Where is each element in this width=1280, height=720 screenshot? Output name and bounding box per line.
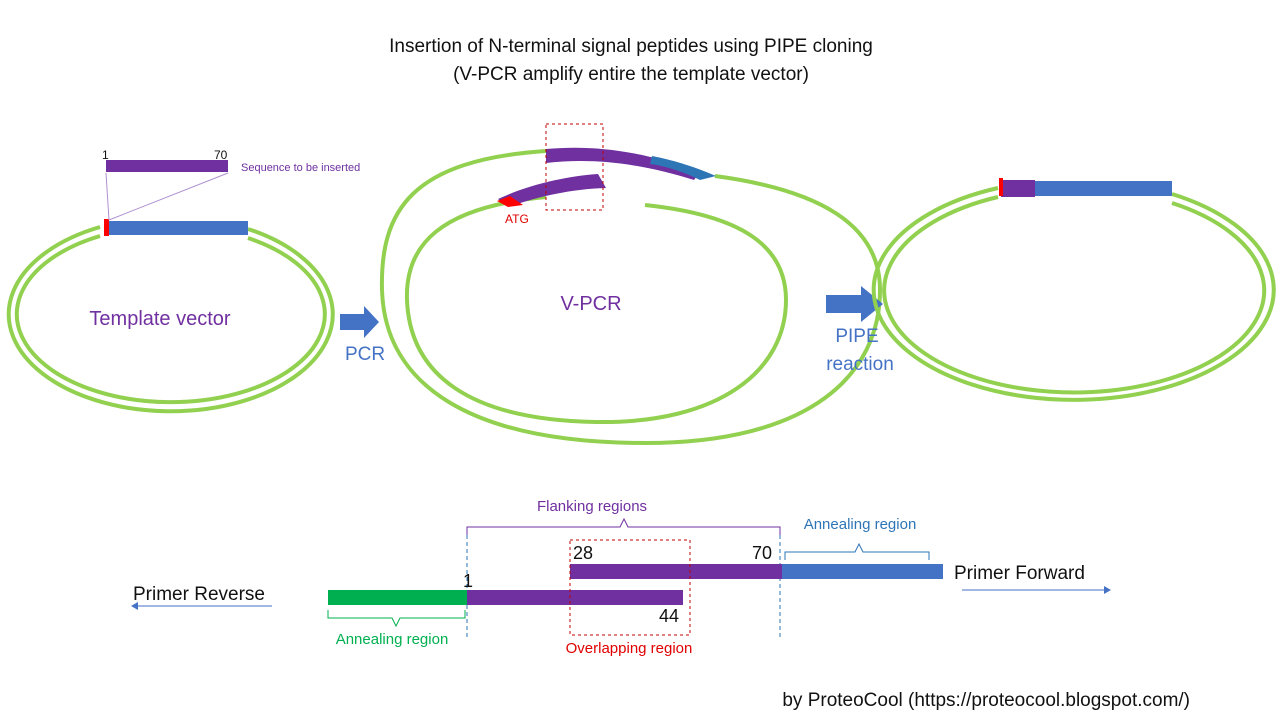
insert-bar <box>106 160 228 172</box>
forward-primer-flanking-bar <box>570 564 782 579</box>
vpcr-label: V-PCR <box>560 293 621 315</box>
primer-forward-label: Primer Forward <box>954 563 1085 584</box>
position-44: 44 <box>659 606 679 626</box>
vpcr-overlap-highlight-box <box>545 123 604 211</box>
pcr-label: PCR <box>345 344 385 365</box>
pcr-arrow-shape <box>340 306 379 338</box>
forward-annealing-brace <box>784 542 930 560</box>
insert-sequence: 1 70 Sequence to be inserted <box>102 148 360 221</box>
pcr-arrow <box>340 306 379 338</box>
overlapping-region-box <box>569 539 691 636</box>
insert-label: Sequence to be inserted <box>241 162 360 174</box>
pipe-arrow <box>826 286 883 322</box>
position-1: 1 <box>463 571 473 591</box>
forward-primer-annealing-bar <box>782 564 943 579</box>
template-vector-inner-ring <box>14 234 327 405</box>
pipe-label-line-1: PIPE <box>835 326 878 347</box>
final-vector-outer-ring <box>871 186 1276 402</box>
final-gene-bar <box>1034 181 1172 196</box>
pipe-label-line-2: reaction <box>826 354 894 375</box>
pipe-arrow-shape <box>826 286 883 322</box>
reverse-primer-flanking-bar <box>467 590 683 605</box>
primer-forward-arrow <box>962 586 1111 594</box>
title-line-2: (V-PCR amplify entire the template vecto… <box>453 64 809 85</box>
insertion-site-marker <box>104 219 109 236</box>
overlapping-region-label: Overlapping region <box>566 640 693 657</box>
template-vector-outer-ring <box>6 225 335 414</box>
final-vector-inner-ring <box>882 195 1267 395</box>
template-vector-plasmid <box>6 219 335 414</box>
reverse-annealing-brace <box>327 610 466 628</box>
vpcr-inner-ring <box>404 195 789 425</box>
flanking-region-label: Flanking regions <box>537 498 647 515</box>
flanking-region-brace <box>466 517 781 535</box>
template-vector-label: Template vector <box>89 308 231 330</box>
insert-projection-line-right <box>108 172 229 221</box>
final-start-marker <box>999 178 1003 196</box>
final-vector-plasmid <box>871 178 1276 402</box>
vpcr-reverse-primer-band <box>498 174 606 207</box>
reverse-primer-annealing-bar <box>328 590 467 605</box>
atg-label: ATG <box>505 212 529 226</box>
vpcr-plasmid <box>379 123 883 446</box>
primer-reverse-arrow <box>131 602 272 610</box>
insert-projection-line-left <box>105 172 110 221</box>
insert-end-number: 70 <box>214 148 228 162</box>
title-line-1: Insertion of N-terminal signal peptides … <box>389 36 873 57</box>
vpcr-forward-primer-band <box>546 147 700 180</box>
primer-reverse-label: Primer Reverse <box>133 584 265 605</box>
position-28: 28 <box>573 543 593 563</box>
vpcr-outer-ring <box>379 149 883 446</box>
vpcr-forward-annealing-band <box>650 156 716 180</box>
position-70: 70 <box>752 543 772 563</box>
template-gene-bar <box>106 221 248 235</box>
insert-start-number: 1 <box>102 148 109 162</box>
reverse-annealing-label: Annealing region <box>336 631 449 648</box>
forward-annealing-label: Annealing region <box>804 516 917 533</box>
final-insert-bar <box>1001 180 1035 197</box>
atg-marker <box>497 196 523 207</box>
credit-text: by ProteoCool (https://proteocool.blogsp… <box>782 690 1190 711</box>
primer-detail: Flanking regions Annealing region Overla… <box>131 498 1111 657</box>
